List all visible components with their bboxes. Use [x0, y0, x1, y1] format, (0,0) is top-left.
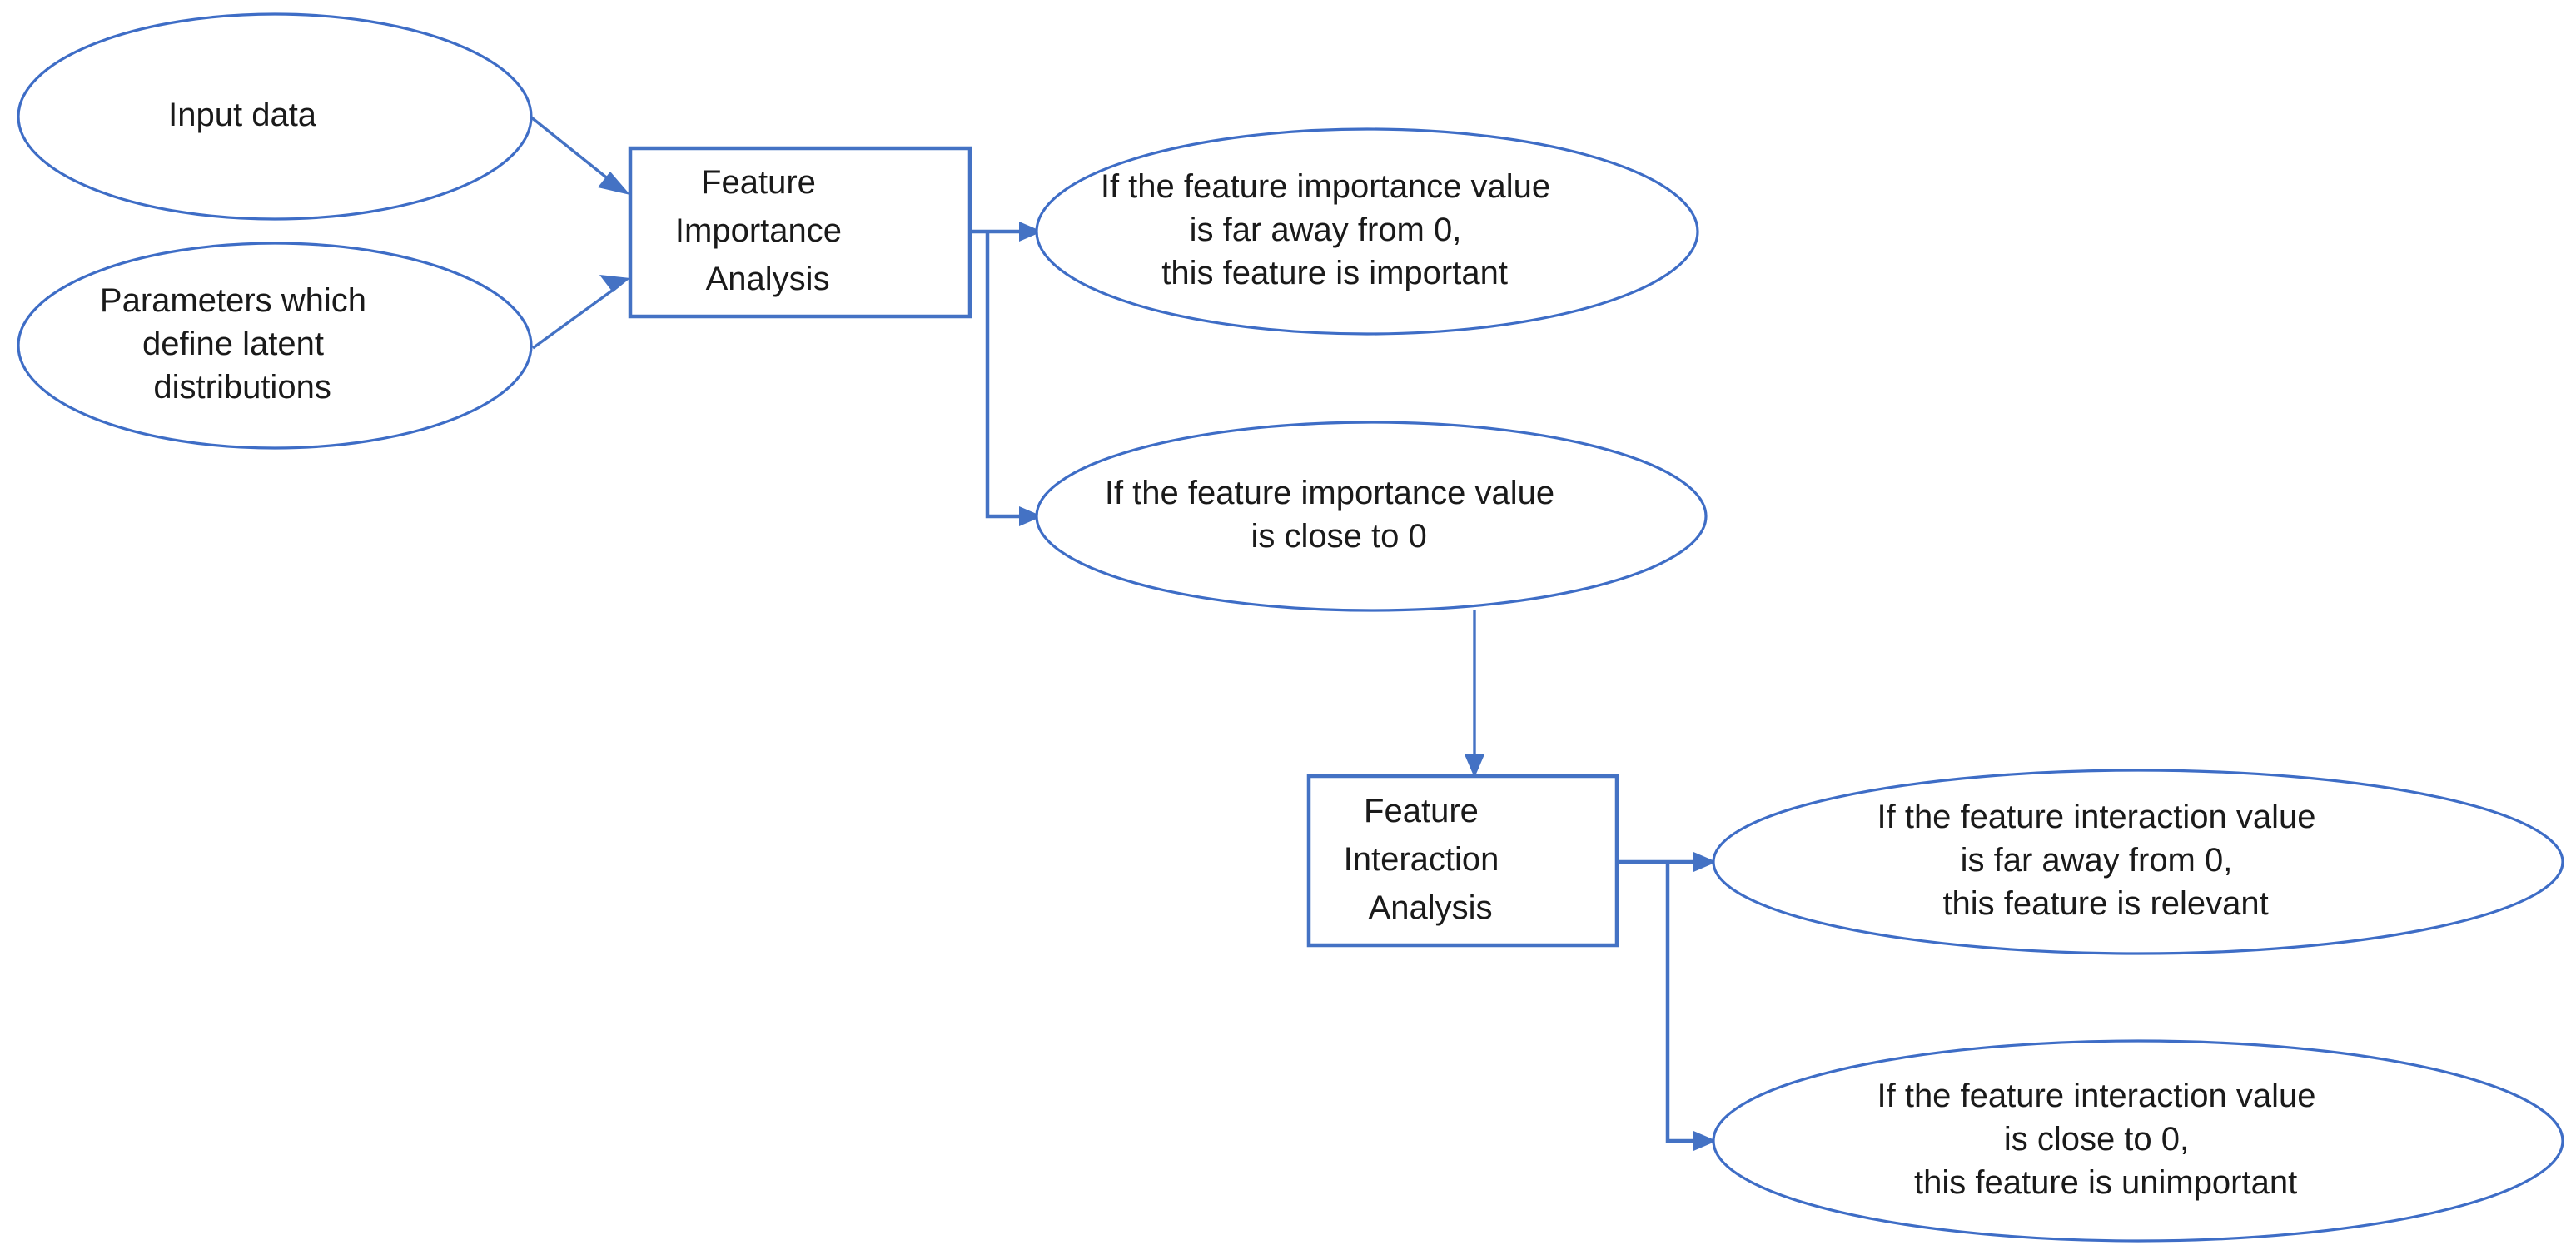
edge-importance-to-close	[985, 233, 1042, 526]
node-feature-interaction-analysis[interactable]: Feature Interaction Analysis	[1306, 774, 1619, 948]
edge-interaction-to-close	[1665, 864, 1717, 1151]
ellipse-shape	[1035, 127, 1699, 336]
edge-interaction-to-far	[1617, 852, 1717, 872]
edge-line	[532, 285, 619, 350]
node-interaction-far-from-zero[interactable]: If the feature interaction value is far …	[1712, 769, 2564, 955]
edge-line	[985, 233, 1026, 519]
edge-input-to-importance	[529, 115, 630, 195]
node-label: Feature Importance Analysis	[675, 164, 925, 297]
node-parameters-latent[interactable]: Parameters which define latent distribut…	[17, 242, 533, 450]
node-label: Feature Interaction Analysis	[1344, 793, 1583, 926]
ellipse-shape	[1712, 1039, 2564, 1243]
ellipse-shape	[1712, 769, 2564, 955]
node-label: If the feature interaction value is far …	[1877, 799, 2399, 922]
node-feature-importance-analysis[interactable]: Feature Importance Analysis	[628, 146, 972, 319]
node-label: Parameters which define latent distribut…	[100, 282, 450, 406]
arrowhead-icon	[598, 172, 630, 195]
edge-line	[1665, 864, 1700, 1143]
rect-shape	[628, 146, 972, 319]
edge-importance-to-far	[970, 222, 1042, 242]
node-interaction-close-to-zero[interactable]: If the feature interaction value is clos…	[1712, 1039, 2564, 1243]
ellipse-shape	[17, 12, 533, 221]
node-label: Input data	[168, 97, 381, 133]
rect-shape	[1306, 774, 1619, 948]
ellipse-shape	[17, 242, 533, 450]
node-label: If the feature importance value is far a…	[1101, 168, 1634, 291]
ellipse-shape	[1035, 421, 1708, 612]
edge-parameters-to-importance	[532, 275, 630, 350]
edge-close-to-interaction	[1465, 610, 1484, 778]
node-label: If the feature interaction value is clos…	[1877, 1078, 2399, 1201]
node-importance-far-from-zero[interactable]: If the feature importance value is far a…	[1035, 127, 1699, 336]
edge-layer	[529, 115, 1717, 1151]
node-input-data[interactable]: Input data	[17, 12, 533, 221]
node-label: If the feature importance value is close…	[1105, 475, 1638, 555]
arrowhead-icon	[1019, 222, 1042, 242]
node-importance-close-to-zero[interactable]: If the feature importance value is close…	[1035, 421, 1708, 612]
arrowhead-icon	[1693, 1131, 1717, 1151]
edge-line	[529, 115, 619, 188]
arrowhead-icon	[1019, 506, 1042, 526]
arrowhead-icon	[599, 275, 630, 292]
arrowhead-icon	[1693, 852, 1717, 872]
arrowhead-icon	[1465, 754, 1484, 778]
